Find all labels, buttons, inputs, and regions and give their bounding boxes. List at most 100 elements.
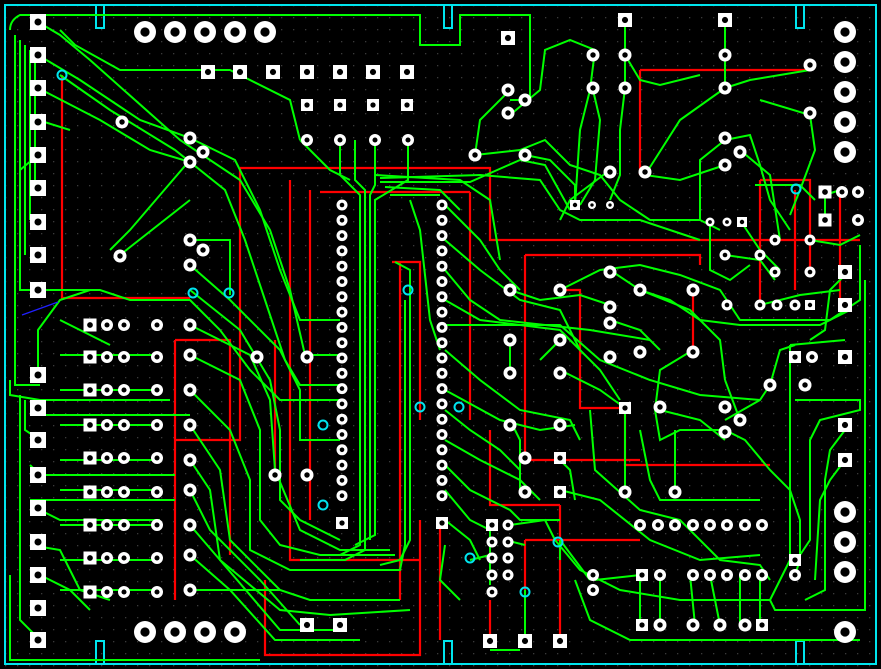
round-pad <box>254 21 276 43</box>
round-pad <box>834 621 856 643</box>
round-pad <box>834 111 856 133</box>
round-pad <box>733 145 747 159</box>
square-pad <box>636 569 648 581</box>
round-pad <box>436 276 448 287</box>
round-pad <box>101 452 113 464</box>
round-pad <box>250 350 264 364</box>
round-pad <box>501 83 515 97</box>
round-pad <box>118 419 130 431</box>
round-pad <box>769 234 781 246</box>
round-pad <box>436 474 448 486</box>
round-pad <box>634 519 646 531</box>
round-pad <box>718 425 732 439</box>
round-pad <box>151 319 163 331</box>
round-pad <box>151 586 163 598</box>
round-pad <box>739 519 751 531</box>
round-pad <box>301 134 313 146</box>
square-pad <box>30 247 46 263</box>
round-pad <box>553 366 567 380</box>
square-pad <box>30 214 46 230</box>
square-pad <box>436 517 448 529</box>
round-pad <box>603 350 617 364</box>
round-pad <box>134 21 156 43</box>
round-pad <box>789 569 801 581</box>
round-pad <box>436 291 448 303</box>
round-pad <box>151 552 163 564</box>
round-pad <box>502 552 514 564</box>
square-pad <box>301 99 313 111</box>
round-pad <box>101 384 113 396</box>
round-pad <box>705 217 715 227</box>
round-pad <box>804 266 816 278</box>
square-pad <box>838 418 852 432</box>
round-pad <box>718 81 732 95</box>
round-pad <box>722 217 732 227</box>
square-pad <box>30 500 46 516</box>
round-pad <box>503 418 517 432</box>
square-pad <box>838 453 852 467</box>
round-pad <box>653 618 667 632</box>
round-pad <box>852 214 864 226</box>
round-pad <box>834 51 856 73</box>
square-pad <box>789 351 801 363</box>
square-pad <box>83 451 97 465</box>
via <box>402 284 414 296</box>
round-pad <box>436 490 448 502</box>
round-pad <box>183 258 197 272</box>
round-pad <box>686 345 700 359</box>
round-pad <box>502 519 514 531</box>
square-pad <box>30 47 46 63</box>
round-pad <box>224 621 246 643</box>
round-pad <box>754 299 766 311</box>
round-pad <box>733 413 747 427</box>
round-pad <box>721 519 733 531</box>
round-pad <box>704 519 716 531</box>
round-pad <box>151 384 163 396</box>
round-pad <box>336 291 348 303</box>
square-pad <box>30 467 46 483</box>
round-pad <box>336 199 348 211</box>
round-pad <box>336 383 348 395</box>
round-pad <box>503 366 517 380</box>
round-pad <box>834 501 856 523</box>
round-pad <box>553 333 567 347</box>
via <box>519 586 531 598</box>
round-pad <box>763 378 777 392</box>
round-pad <box>183 131 197 145</box>
round-pad <box>101 351 113 363</box>
square-pad <box>233 65 247 79</box>
round-pad <box>101 552 113 564</box>
round-pad <box>336 459 348 471</box>
round-pad <box>501 106 515 120</box>
square-pad <box>636 619 648 631</box>
round-pad <box>369 134 381 146</box>
round-pad <box>804 234 816 246</box>
round-pad <box>586 81 600 95</box>
square-pad <box>756 619 768 631</box>
round-pad <box>300 468 314 482</box>
round-pad <box>183 518 197 532</box>
square-pad <box>718 13 732 27</box>
stray-line <box>21 301 59 316</box>
round-pad <box>713 618 727 632</box>
square-pad <box>486 519 498 531</box>
round-pad <box>436 337 448 349</box>
round-pad <box>436 321 448 333</box>
square-pad <box>83 383 97 397</box>
square-pad <box>333 65 347 79</box>
round-pad <box>336 398 348 410</box>
round-pad <box>603 165 617 179</box>
round-pad <box>606 201 614 209</box>
via <box>790 183 802 195</box>
round-pad <box>739 569 751 581</box>
square-pad <box>83 350 97 364</box>
round-pad <box>502 536 514 548</box>
square-pad <box>501 31 515 45</box>
round-pad <box>633 345 647 359</box>
round-pad <box>118 552 130 564</box>
round-pad <box>486 552 498 564</box>
round-pad <box>436 245 448 257</box>
round-pad <box>687 569 699 581</box>
via <box>317 499 329 511</box>
round-pad <box>803 106 817 120</box>
